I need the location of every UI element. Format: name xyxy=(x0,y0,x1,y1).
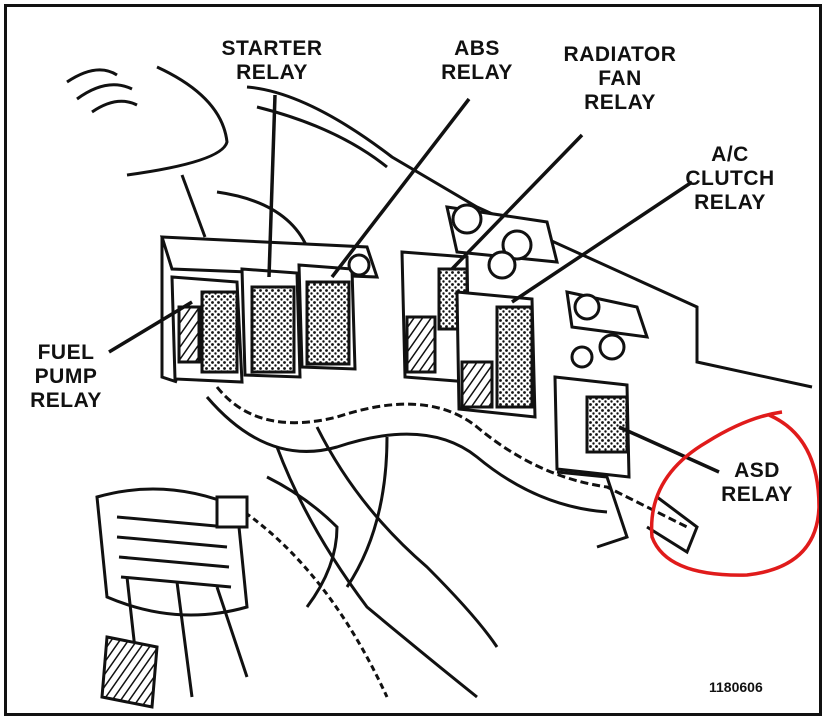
label-radiator-fan-relay: RADIATOR FAN RELAY xyxy=(563,43,677,114)
leader-abs xyxy=(330,97,471,279)
annotation-circle xyxy=(649,410,819,577)
leader-radiator xyxy=(450,133,584,271)
ac-clutch-relay-body xyxy=(455,250,537,419)
label-starter-relay: STARTER RELAY xyxy=(221,37,323,84)
leader-fuel xyxy=(108,300,193,354)
connector-block xyxy=(95,487,249,709)
leader-ac xyxy=(511,180,693,304)
asd-relay-body xyxy=(553,293,631,479)
label-abs-relay: ABS RELAY xyxy=(441,37,513,84)
abs-relay-body xyxy=(297,253,371,371)
figure-code: 1180606 xyxy=(709,679,763,695)
wiring-harness xyxy=(205,386,699,699)
label-fuel-pump-relay: FUEL PUMP RELAY xyxy=(30,341,102,412)
label-ac-clutch-relay: A/C CLUTCH RELAY xyxy=(685,143,775,214)
fuel-pump-relay-body xyxy=(170,275,244,384)
diagram-frame: STARTER RELAY ABS RELAY RADIATOR FAN REL… xyxy=(4,4,822,716)
starter-relay-body xyxy=(240,267,302,379)
leader-asd xyxy=(618,425,720,474)
label-asd-relay: ASD RELAY xyxy=(721,459,793,506)
relay-illustration xyxy=(66,65,819,709)
leader-starter xyxy=(267,94,277,278)
leader-lines xyxy=(108,94,720,474)
